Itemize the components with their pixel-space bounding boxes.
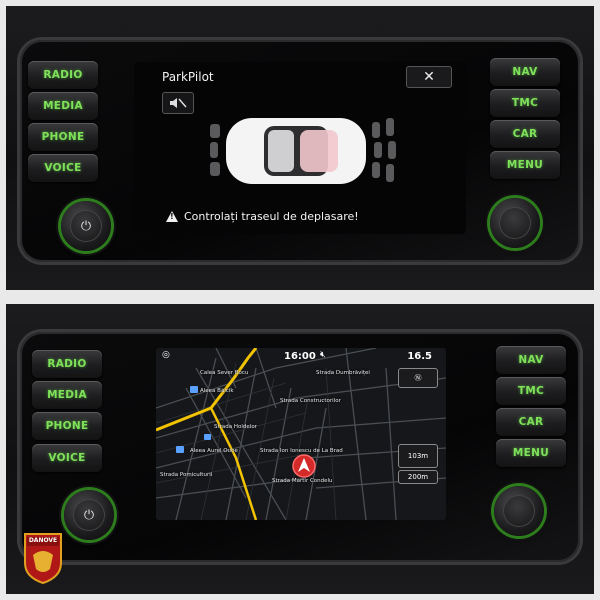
power-icon: ⏻ (73, 499, 105, 531)
route-line (156, 348, 258, 432)
car-top-view (226, 118, 366, 184)
dealer-logo: DANOVE (22, 531, 64, 589)
chrome-trim (36, 261, 564, 264)
warning-message: Controlați traseul de deplasare! (166, 210, 359, 223)
street-label: Aleea Bălcik (200, 388, 234, 394)
phone-button[interactable]: PHONE (32, 412, 102, 440)
gps-icon: ◎ (162, 350, 170, 360)
media-button[interactable]: MEDIA (28, 92, 98, 120)
tmc-button[interactable]: TMC (496, 377, 566, 405)
parkpilot-screen: ParkPilot ✕ (134, 62, 466, 234)
logo-text: DANOVE (28, 537, 58, 544)
poi-icons (176, 386, 211, 453)
clock: 16:00 (284, 351, 316, 362)
mute-icon: 🔇︎ (320, 350, 326, 360)
warning-text: Controlați traseul de deplasare! (184, 210, 359, 223)
car-button[interactable]: CAR (490, 120, 560, 148)
compass-icon: Ⓝ (414, 374, 422, 382)
parking-sensor-view (210, 118, 396, 184)
parkpilot-photo: RADIO MEDIA PHONE VOICE ⏻ NAV TMC CAR ME… (6, 6, 594, 290)
screen-title: ParkPilot (162, 70, 214, 84)
close-icon: ✕ (423, 69, 435, 85)
street-label: Strada Pomiculturii (160, 472, 213, 478)
street-label: Aleea Aurel Oube (190, 448, 238, 454)
street-label: Strada Dumbrăviței (316, 370, 370, 376)
nav-button[interactable]: NAV (496, 346, 566, 374)
street-label: Strada Constructorilor (280, 398, 341, 404)
street-label: Calea Sever Bocu (200, 370, 249, 376)
close-button[interactable]: ✕ (406, 66, 452, 88)
power-icon: ⏻ (70, 210, 102, 242)
compass-button[interactable]: Ⓝ (398, 368, 438, 388)
scale-indicator: 200m (398, 470, 438, 484)
scale-label-2: 200m (407, 473, 429, 481)
street-label: Strada Holdelor (214, 424, 257, 430)
status-bar: ◎ 16:00 🔇︎ 16.5 (156, 348, 446, 366)
tune-knob[interactable] (490, 198, 540, 248)
knob-cap (503, 495, 535, 527)
outside-temperature: 16.5 (407, 351, 432, 362)
radio-button[interactable]: RADIO (28, 61, 98, 89)
current-position-marker (292, 454, 316, 478)
navigation-map (156, 348, 446, 520)
shield-logo-icon (24, 533, 62, 585)
menu-button[interactable]: MENU (496, 439, 566, 467)
scale-label: 103m (407, 452, 429, 460)
power-volume-knob[interactable]: ⏻ (64, 490, 114, 540)
voice-button[interactable]: VOICE (28, 154, 98, 182)
zoom-scale-button[interactable]: 103m (398, 444, 438, 468)
tmc-button[interactable]: TMC (490, 89, 560, 117)
front-sensors (210, 124, 220, 176)
street-label: Strada Martir Condelu (272, 478, 333, 484)
voice-button[interactable]: VOICE (32, 444, 102, 472)
warning-icon (166, 211, 178, 222)
power-volume-knob[interactable]: ⏻ (61, 201, 111, 251)
tune-knob[interactable] (494, 486, 544, 536)
knob-cap (499, 207, 531, 239)
speaker-mute-icon (170, 98, 187, 108)
navigation-photo: RADIO MEDIA PHONE VOICE ⏻ NAV TMC CAR ME… (6, 304, 594, 594)
rear-sensors (372, 118, 396, 182)
menu-button[interactable]: MENU (490, 151, 560, 179)
car-button[interactable]: CAR (496, 408, 566, 436)
navigation-screen: ◎ 16:00 🔇︎ 16.5 Ⓝ 103m 200m Calea Sever … (156, 348, 446, 520)
radio-button[interactable]: RADIO (32, 350, 102, 378)
nav-button[interactable]: NAV (490, 58, 560, 86)
mute-button[interactable] (162, 92, 194, 114)
phone-button[interactable]: PHONE (28, 123, 98, 151)
street-label: Strada Ion Ionescu de La Brad (260, 448, 343, 454)
media-button[interactable]: MEDIA (32, 381, 102, 409)
route-line-2 (209, 407, 258, 520)
